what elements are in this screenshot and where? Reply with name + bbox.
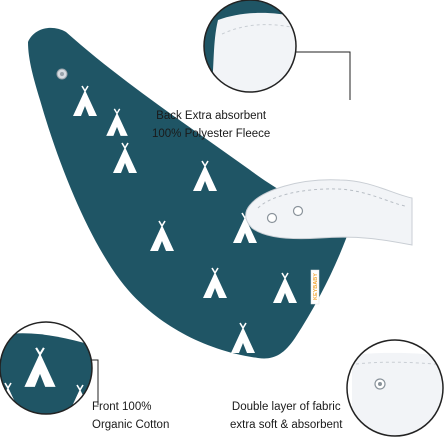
fleece-strap <box>245 179 413 246</box>
callout-front-line2: Organic Cotton <box>92 419 170 431</box>
zoom-circle-front <box>0 321 93 415</box>
snap-button-strap-1 <box>266 212 278 224</box>
zoom-circle-double <box>346 339 444 437</box>
callout-front-line1: Front 100% <box>92 401 152 413</box>
callout-back-line1: Back Extra absorbent <box>156 110 267 122</box>
callout-double: Double layer of fabric extra soft & abso… <box>230 398 343 434</box>
brand-tag: KEYBABY <box>310 269 320 305</box>
bib-body <box>28 27 352 359</box>
leader-back <box>292 51 351 100</box>
brand-tag-text: KEYBABY <box>313 273 319 300</box>
callout-double-line2: extra soft & absorbent <box>230 419 343 431</box>
callout-double-line1: Double layer of fabric <box>231 401 341 413</box>
bandana-bib <box>28 27 352 359</box>
snap-button-strap-2 <box>292 205 304 217</box>
zoom-circle-back <box>203 0 297 93</box>
callout-front: Front 100% Organic Cotton <box>92 398 169 434</box>
callout-back-line2: 100% Polyester Fleece <box>152 128 271 140</box>
callout-back: Back Extra absorbent 100% Polyester Flee… <box>152 107 270 143</box>
